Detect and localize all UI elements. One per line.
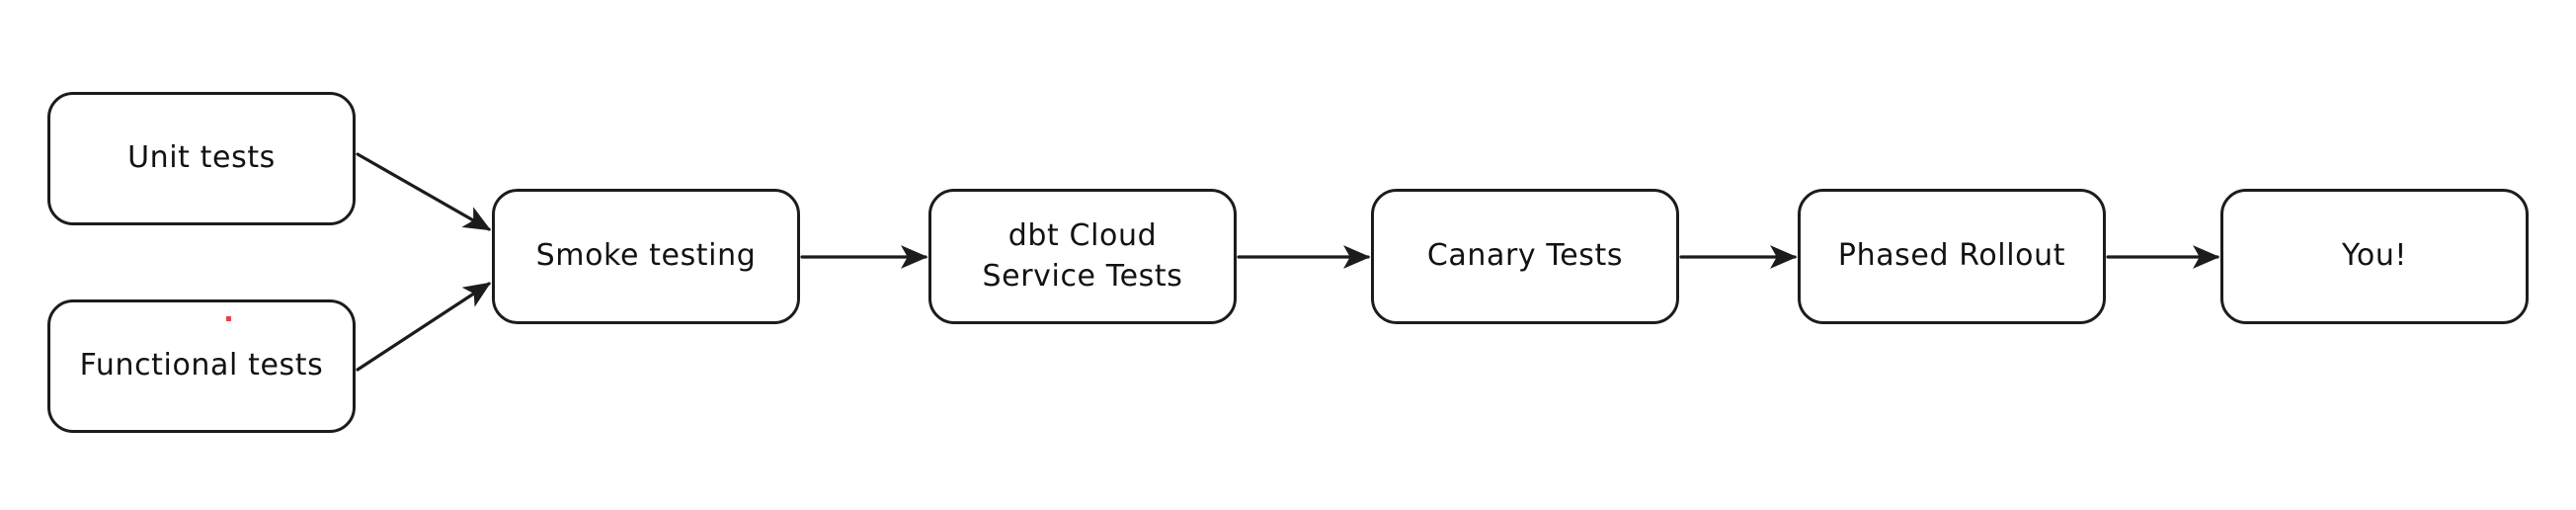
node-label-smoke-testing: Smoke testing	[535, 238, 757, 274]
node-dbt-cloud-service-tests[interactable]: dbt Cloud Service Tests	[928, 189, 1237, 324]
node-you[interactable]: You!	[2220, 189, 2529, 324]
node-canary-tests[interactable]: Canary Tests	[1371, 189, 1679, 324]
node-label-functional-tests: Functional tests	[79, 348, 324, 383]
node-label-dbt-cloud-service-tests: dbt Cloud Service Tests	[982, 218, 1183, 294]
red-dot-artifact	[226, 316, 231, 321]
node-unit-tests[interactable]: Unit tests	[47, 92, 356, 225]
node-label-you: You!	[2341, 238, 2408, 274]
node-smoke-testing[interactable]: Smoke testing	[492, 189, 800, 324]
edge-unit-to-smoke	[356, 152, 492, 231]
node-functional-tests[interactable]: Functional tests	[47, 299, 356, 433]
node-label-unit-tests: Unit tests	[127, 140, 276, 176]
node-label-phased-rollout: Phased Rollout	[1837, 238, 2066, 274]
node-label-canary-tests: Canary Tests	[1426, 238, 1624, 274]
edge-functional-to-smoke	[356, 282, 492, 372]
node-phased-rollout[interactable]: Phased Rollout	[1798, 189, 2106, 324]
